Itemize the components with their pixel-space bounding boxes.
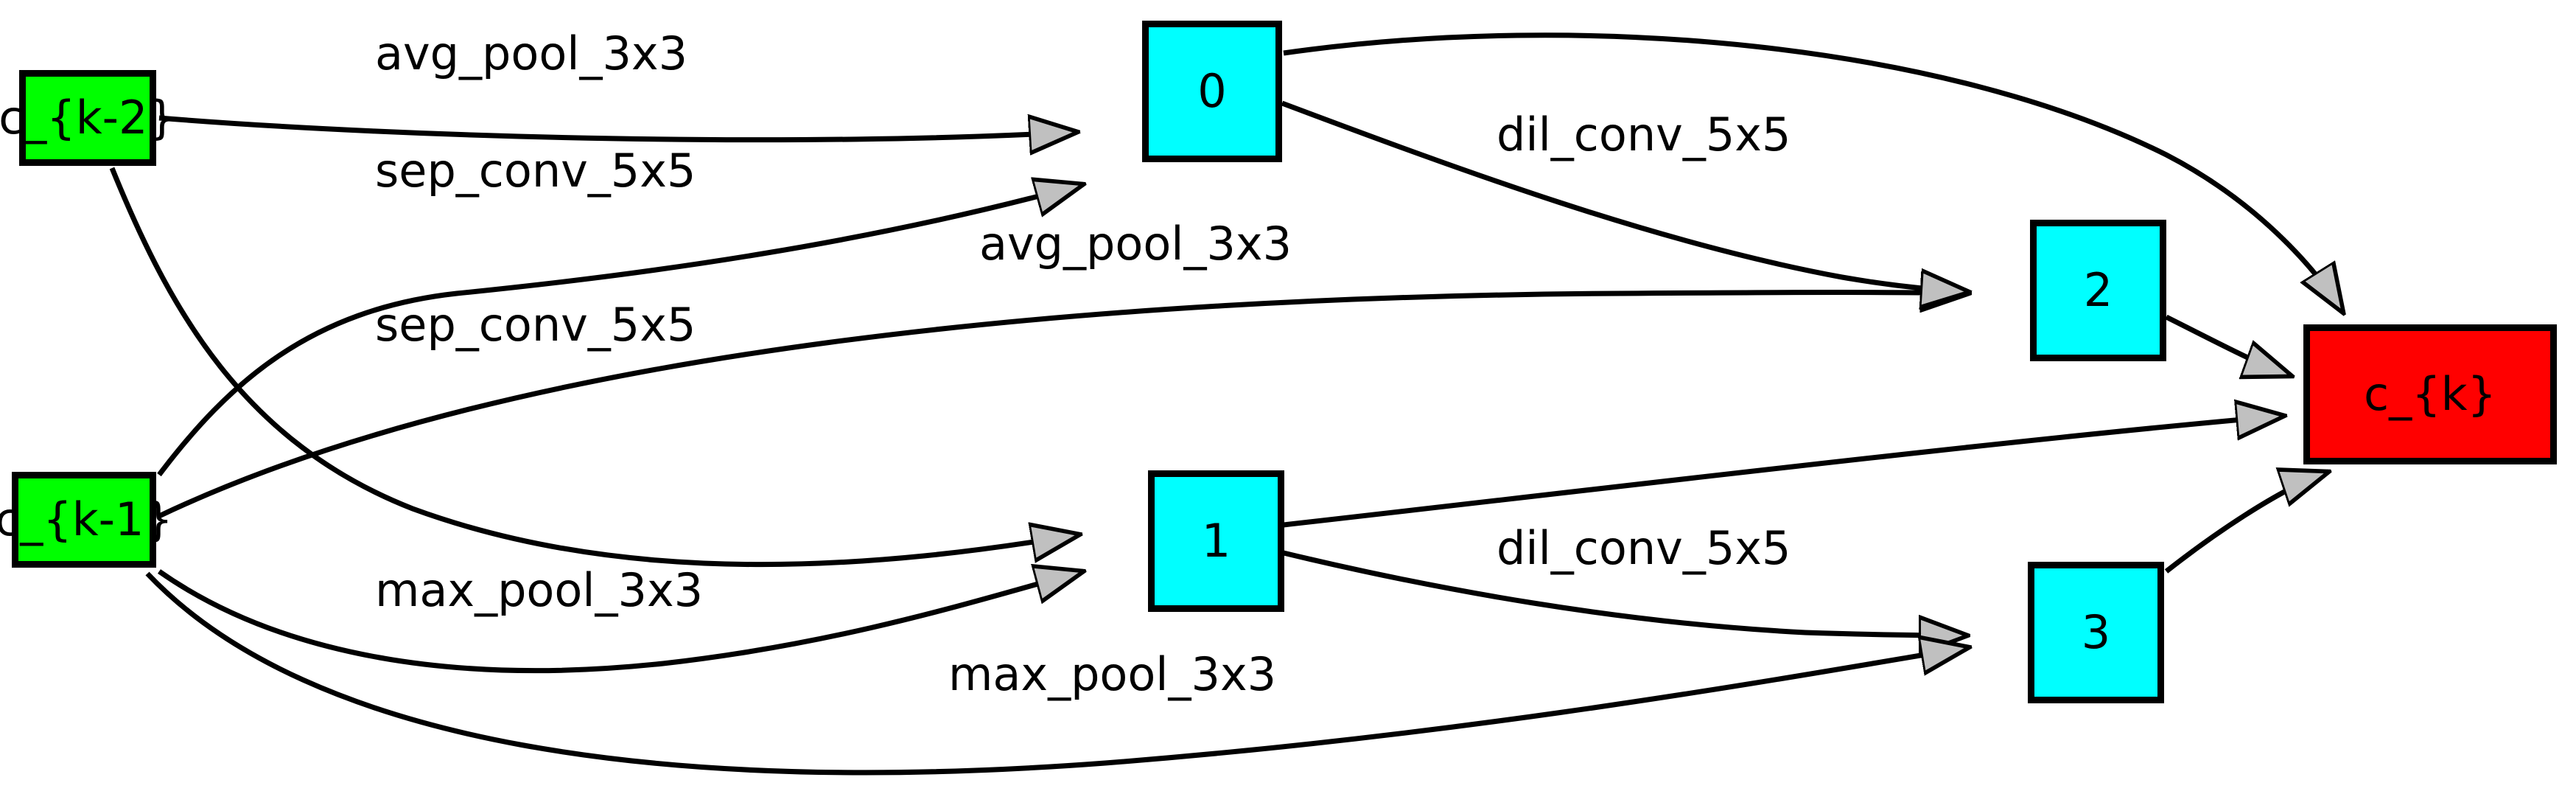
edge-ck1-to-0 <box>157 184 1083 477</box>
edge-ck1-to-3 <box>145 571 1969 776</box>
edge-label-ck1-to-3: max_pool_3x3 <box>948 647 1277 701</box>
node-1[interactable]: 1 <box>1148 470 1284 612</box>
edge-1-to-ck <box>1283 416 2284 528</box>
node-c-k-minus-1[interactable]: c_{k-1} <box>0 472 173 568</box>
node-label: 1 <box>1201 514 1231 568</box>
node-2[interactable]: 2 <box>2030 220 2166 361</box>
node-3[interactable]: 3 <box>2028 562 2164 703</box>
edge-label-ck2-to-1: sep_conv_5x5 <box>375 298 696 352</box>
node-label: c_{k-1} <box>0 492 173 546</box>
node-c-k-minus-2[interactable]: c_{k-2} <box>0 70 177 166</box>
edge-ck1-to-1 <box>157 571 1083 674</box>
node-0[interactable]: 0 <box>1142 21 1282 162</box>
node-label: 2 <box>2083 263 2113 317</box>
node-label: c_{k} <box>2364 367 2496 421</box>
edge-label-1-to-3: dil_conv_5x5 <box>1497 521 1791 575</box>
edge-2-to-ck <box>2165 314 2292 376</box>
edge-label-ck1-to-2: avg_pool_3x3 <box>979 217 1292 271</box>
edge-ck1-to-2 <box>158 293 1969 519</box>
node-label: c_{k-2} <box>0 91 177 144</box>
edge-0-to-ck <box>1283 32 2343 313</box>
edge-label-ck1-to-1: max_pool_3x3 <box>375 563 704 617</box>
node-label: 3 <box>2081 605 2111 659</box>
edge-3-to-ck <box>2164 472 2328 574</box>
edge-label-0-to-2: dil_conv_5x5 <box>1497 108 1791 161</box>
node-label: 0 <box>1197 64 1227 118</box>
edge-label-ck2-to-0: avg_pool_3x3 <box>375 27 688 80</box>
edge-ck2-to-0 <box>158 118 1077 140</box>
edge-ck2-to-1 <box>109 167 1079 568</box>
edge-0-to-2 <box>1281 100 1969 292</box>
edge-label-ck1-to-0: sep_conv_5x5 <box>375 144 696 198</box>
node-c-k[interactable]: c_{k} <box>2303 324 2557 464</box>
